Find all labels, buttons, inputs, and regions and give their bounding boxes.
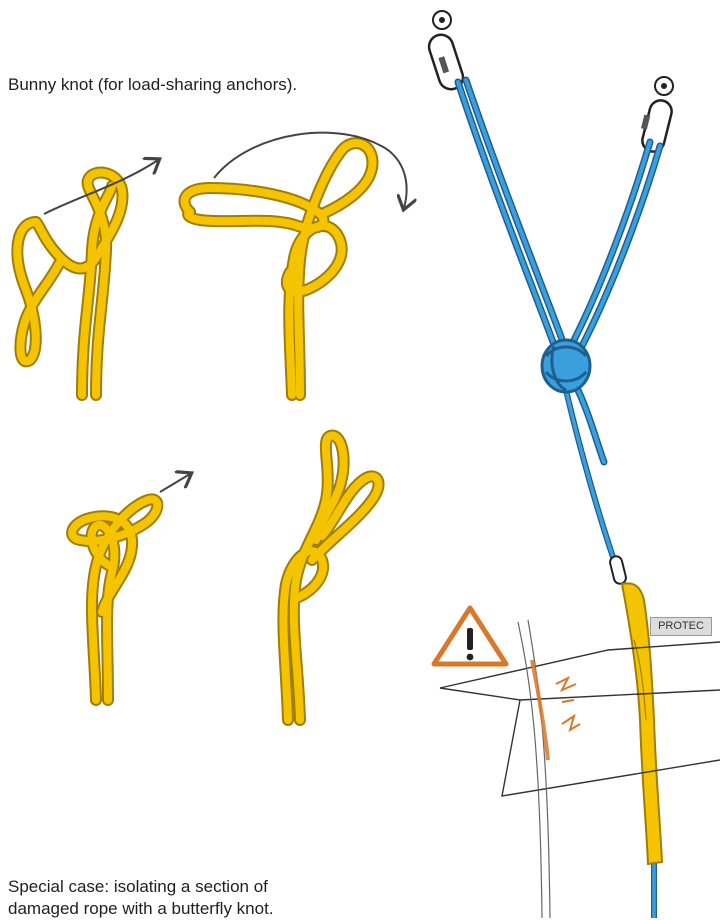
curved-arrow-icon	[160, 474, 190, 492]
curved-arrow-icon	[214, 133, 407, 208]
protector-label: PROTEC	[650, 617, 712, 636]
bunny-knot-step-3	[72, 474, 190, 700]
caption-special-case-line-1: Special case: isolating a section of	[8, 876, 428, 898]
bunny-knot-step-2	[184, 133, 406, 395]
anchor-knot	[542, 340, 590, 392]
caption-bunny-knot: Bunny knot (for load-sharing anchors).	[8, 74, 408, 96]
bunny-knot-step-4	[283, 436, 378, 720]
caption-special-case: Special case: isolating a section of dam…	[8, 876, 428, 920]
warning-triangle-icon	[434, 608, 506, 664]
bunny-knot-step-1	[17, 160, 158, 395]
anchor-hanger-right	[640, 77, 674, 154]
anchor-rigging	[426, 11, 674, 918]
caption-special-case-line-2: damaged rope with a butterfly knot.	[8, 898, 428, 920]
